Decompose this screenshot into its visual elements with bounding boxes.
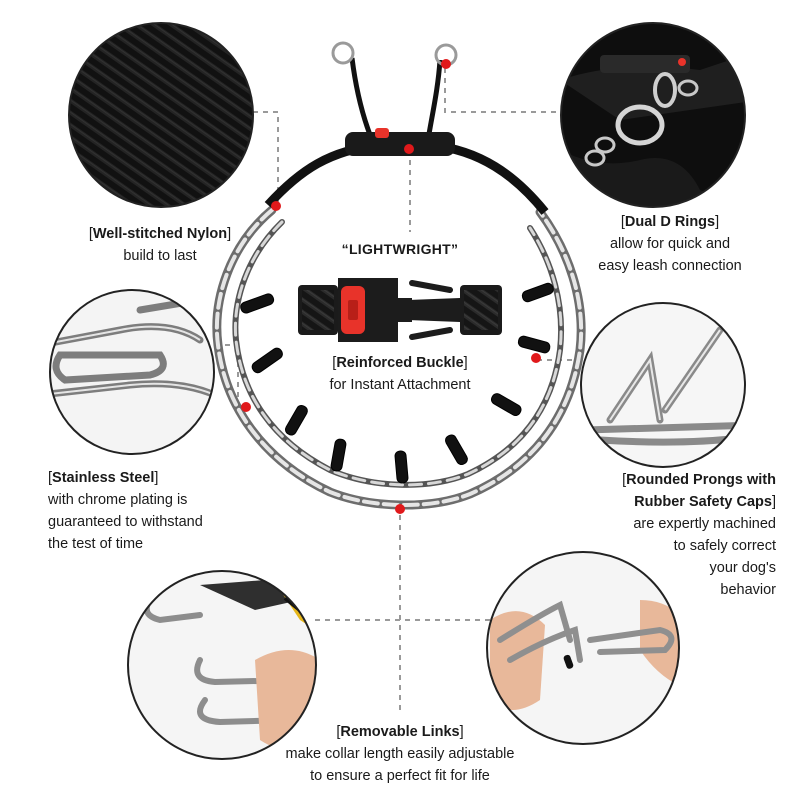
caption-prongs-line-4: behavior xyxy=(720,582,776,598)
caption-buckle-title: [Reinforced Buckle] xyxy=(332,355,468,371)
caption-prongs-line-2: to safely correct xyxy=(673,538,776,554)
nylon-closeup-photo xyxy=(68,22,254,208)
links-hands-photo xyxy=(486,551,680,745)
caption-d-rings-line-1: allow for quick and xyxy=(609,236,731,252)
caption-d-rings-title: [Dual D Rings] xyxy=(620,214,720,230)
caption-buckle: [Reinforced Buckle] for Instant Attachme… xyxy=(300,352,500,396)
caption-buckle-line-1: for Instant Attachment xyxy=(329,377,471,393)
caption-steel-title: [Stainless Steel] xyxy=(48,470,159,486)
caption-nylon: [Well-stitched Nylon] build to last xyxy=(60,223,260,267)
caption-links-line-2: to ensure a perfect fit for life xyxy=(310,768,490,784)
caption-steel-line-1: with chrome plating is xyxy=(48,492,188,508)
lightweight-badge: “LIGHTWRIGHT” xyxy=(341,241,459,257)
buckle-illustration xyxy=(298,278,502,342)
caption-nylon-line-1: build to last xyxy=(123,248,197,264)
caption-d-rings-line-2: easy leash connection xyxy=(598,258,742,274)
rubber-caps xyxy=(240,282,554,484)
caption-links-title: [Removable Links] xyxy=(336,724,464,740)
caption-nylon-title: [Well-stitched Nylon] xyxy=(88,226,232,242)
caption-prongs-title-1: [Rounded Prongs with xyxy=(622,472,776,488)
caption-steel: [Stainless Steel] with chrome plating is… xyxy=(48,467,288,555)
caption-prongs-line-1: are expertly machined xyxy=(633,516,776,532)
caption-steel-line-3: the test of time xyxy=(48,536,144,552)
caption-prongs-line-3: your dog's xyxy=(709,560,776,576)
caption-links-line-1: make collar length easily adjustable xyxy=(285,746,515,762)
caption-d-rings: [Dual D Rings] allow for quick and easy … xyxy=(570,211,770,277)
nylon-strap xyxy=(264,41,549,215)
steel-closeup-photo xyxy=(49,289,215,455)
caption-steel-line-2: guaranteed to withstand xyxy=(48,514,203,530)
caption-links: [Removable Links] make collar length eas… xyxy=(240,721,560,787)
connector-lines xyxy=(215,68,576,710)
caption-prongs-title-2: Rubber Safety Caps] xyxy=(634,494,776,510)
marker-dots xyxy=(241,59,541,514)
caption-prongs: [Rounded Prongs with Rubber Safety Caps]… xyxy=(520,469,776,601)
d-rings-closeup-photo xyxy=(560,22,746,208)
prongs-closeup-photo xyxy=(580,302,746,468)
